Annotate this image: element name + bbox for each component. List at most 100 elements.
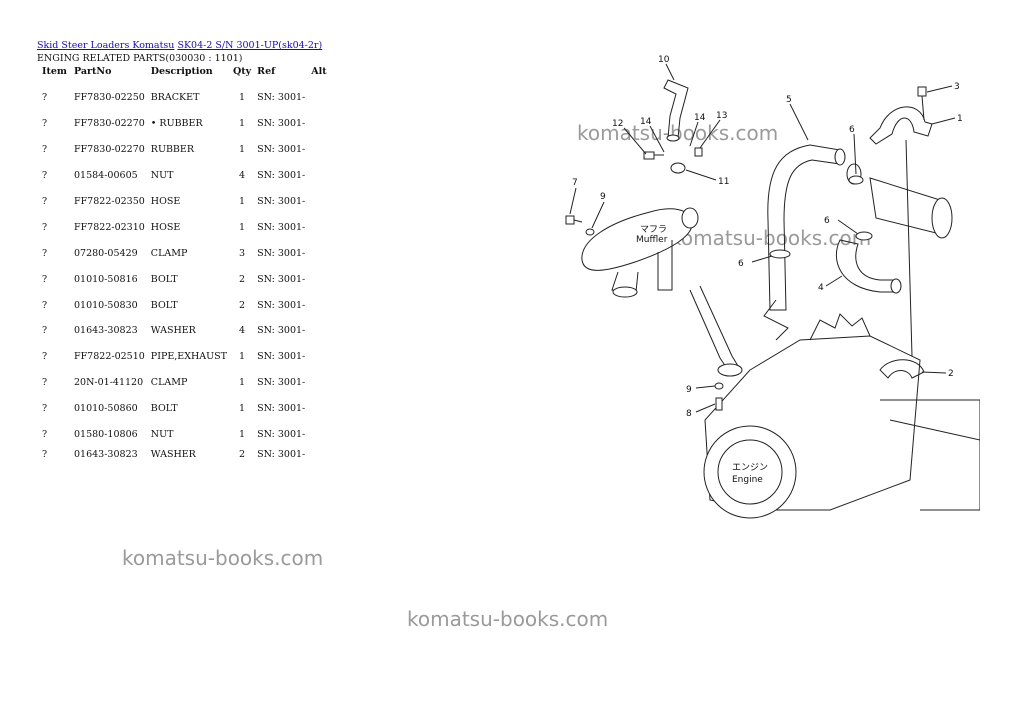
washer-9-lower bbox=[714, 382, 724, 390]
row-description: NUT bbox=[150, 170, 174, 182]
row-description: CLAMP bbox=[150, 247, 188, 259]
row-alt bbox=[308, 85, 334, 111]
header-ref: Ref bbox=[257, 66, 276, 77]
callout-14b: 14 bbox=[694, 113, 706, 123]
row-ref: SN: 3001- bbox=[257, 273, 306, 285]
row-qty: 2 bbox=[239, 273, 246, 285]
nut-13 bbox=[694, 147, 703, 157]
row-description: NUT bbox=[150, 429, 174, 441]
callout-2: 2 bbox=[948, 369, 954, 379]
table-row: ? 01010-50816 BOLT 2 SN: 3001- bbox=[37, 266, 334, 292]
callout-3: 3 bbox=[954, 82, 960, 92]
tail-pipe bbox=[663, 79, 689, 139]
engine-kana-label: エンジン bbox=[732, 463, 768, 473]
callout-8: 8 bbox=[686, 409, 692, 419]
row-description: BOLT bbox=[150, 403, 178, 415]
exhaust-pipe bbox=[689, 285, 739, 371]
breadcrumb: Skid Steer Loaders Komatsu SK04-2 S/N 30… bbox=[37, 40, 322, 51]
row-item: ? bbox=[42, 118, 48, 130]
row-item: ? bbox=[42, 221, 48, 233]
hose-4 bbox=[835, 239, 897, 293]
row-description: RUBBER bbox=[150, 144, 195, 156]
parts-table: Item PartNo Description Qty Ref Alt ?FF7… bbox=[37, 64, 334, 462]
row-ref: SN: 3001- bbox=[257, 118, 306, 130]
bolt-7 bbox=[565, 215, 575, 225]
row-ref: SN: 3001- bbox=[257, 299, 306, 311]
callout-7: 7 bbox=[572, 178, 578, 188]
callout-14a: 14 bbox=[640, 117, 652, 127]
muffler-bracket bbox=[657, 240, 673, 291]
row-partno: FF7830-02270 bbox=[74, 144, 145, 156]
hose-4-end bbox=[890, 278, 902, 294]
hose-5-end bbox=[834, 148, 846, 166]
row-description: HOSE bbox=[150, 196, 181, 207]
row-qty: 2 bbox=[239, 449, 246, 461]
callout-6-mid: 6 bbox=[824, 216, 830, 226]
row-description: WASHER bbox=[150, 325, 196, 337]
row-partno: 01010-50830 bbox=[74, 299, 138, 311]
row-ref: SN: 3001- bbox=[257, 247, 306, 259]
row-description: BRACKET bbox=[150, 92, 200, 104]
washer-9 bbox=[585, 228, 595, 236]
muffler-kana-label: マフラ bbox=[640, 224, 667, 235]
row-item: ? bbox=[42, 403, 48, 415]
row-item: ? bbox=[42, 170, 48, 182]
header-alt: Alt bbox=[311, 66, 327, 77]
row-item: ? bbox=[42, 92, 48, 104]
breadcrumb-link-model[interactable]: SK04-2 S/N 3001-UP(sk04-2r) bbox=[177, 40, 323, 51]
clamp-6a bbox=[848, 175, 864, 185]
row-qty: 1 bbox=[239, 196, 246, 207]
row-item: ? bbox=[42, 449, 48, 461]
row-qty: 1 bbox=[239, 92, 246, 104]
row-alt bbox=[308, 214, 334, 240]
row-partno: 01643-30823 bbox=[74, 449, 138, 461]
watermark: komatsu-books.com bbox=[407, 607, 609, 631]
muffler-flange bbox=[612, 286, 638, 298]
row-partno: 01584-00605 bbox=[74, 170, 138, 182]
row-partno: 01580-10806 bbox=[74, 429, 138, 441]
row-partno: FF7822-02310 bbox=[74, 221, 145, 233]
row-description: BOLT bbox=[150, 273, 178, 285]
exploded-parts-diagram: マフラ Muffler エンジン Engine bbox=[565, 55, 980, 519]
header-description: Description bbox=[150, 66, 213, 77]
breadcrumb-link-catalog[interactable]: Skid Steer Loaders Komatsu bbox=[37, 40, 175, 51]
callout-13: 13 bbox=[716, 111, 727, 121]
row-alt bbox=[308, 396, 334, 422]
row-partno: 01010-50816 bbox=[74, 273, 138, 285]
row-alt bbox=[308, 163, 334, 189]
callout-6-top: 6 bbox=[849, 125, 855, 135]
row-ref: SN: 3001- bbox=[257, 144, 306, 156]
row-qty: 1 bbox=[239, 221, 246, 233]
row-partno: 01010-50860 bbox=[74, 403, 138, 415]
clamp-2 bbox=[879, 359, 925, 379]
row-description: HOSE bbox=[150, 221, 181, 233]
row-ref: SN: 3001- bbox=[257, 351, 306, 363]
row-partno: FF7822-02350 bbox=[74, 196, 145, 207]
row-alt bbox=[308, 266, 334, 292]
callout-1: 1 bbox=[957, 114, 963, 124]
row-qty: 1 bbox=[239, 118, 246, 130]
row-alt bbox=[308, 292, 334, 318]
row-alt bbox=[308, 137, 334, 163]
row-ref: SN: 3001- bbox=[257, 170, 306, 182]
muffler-label: Muffler bbox=[636, 235, 668, 245]
row-alt bbox=[308, 344, 334, 370]
header-qty: Qty bbox=[232, 66, 252, 77]
row-item: ? bbox=[42, 299, 48, 311]
row-description: WASHER bbox=[150, 449, 196, 461]
row-alt bbox=[308, 111, 334, 137]
row-item: ? bbox=[42, 273, 48, 285]
callout-10: 10 bbox=[658, 55, 670, 65]
row-partno: 07280-05429 bbox=[74, 247, 138, 259]
row-qty: 1 bbox=[239, 429, 246, 441]
break-line bbox=[763, 299, 789, 341]
row-item: ? bbox=[42, 351, 48, 363]
